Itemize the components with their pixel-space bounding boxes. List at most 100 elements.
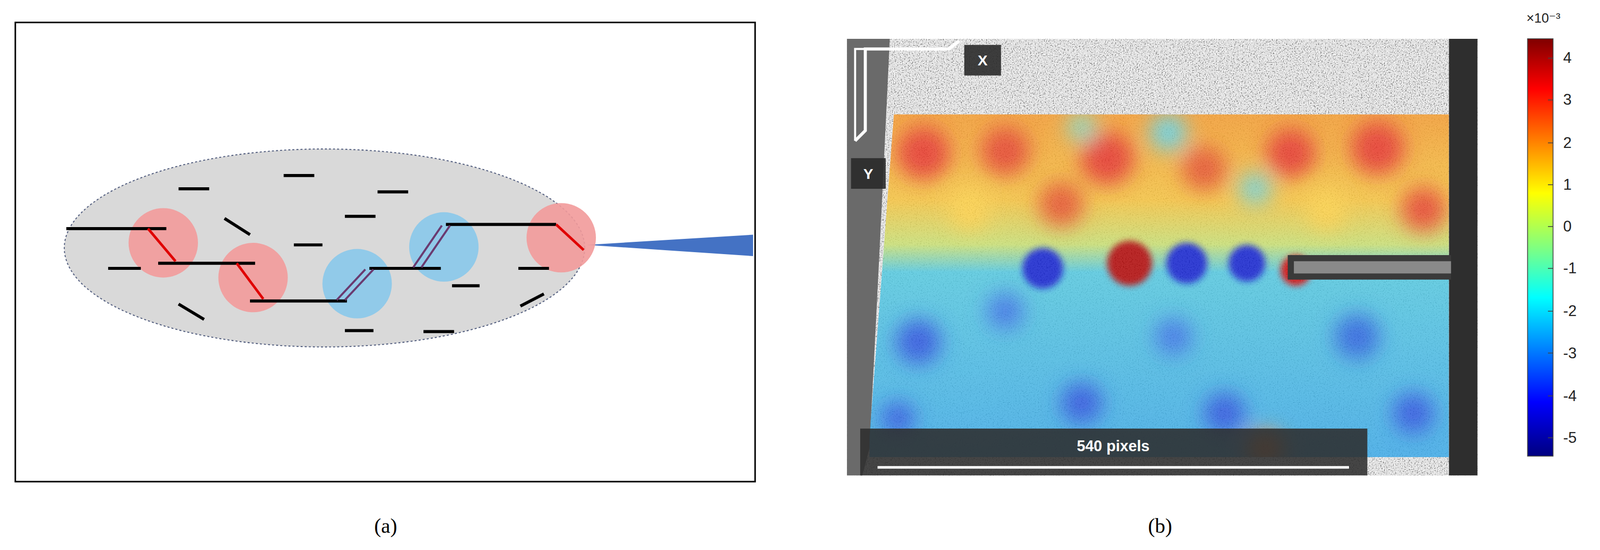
tick-label: 3 <box>1563 91 1572 109</box>
red-link <box>236 263 264 300</box>
notch-inner <box>1293 260 1452 274</box>
red-zone <box>526 202 596 273</box>
grip-band <box>1449 38 1478 476</box>
tick <box>1547 225 1553 227</box>
crack-segment <box>66 226 167 230</box>
blob <box>1204 392 1245 434</box>
crack-segment <box>344 329 374 333</box>
tick-label: -5 <box>1563 429 1577 447</box>
tick-label: 0 <box>1563 218 1572 235</box>
crack-segment <box>377 190 409 194</box>
blob <box>1181 145 1227 191</box>
panel-a <box>15 22 756 482</box>
tick <box>1547 310 1553 312</box>
axis-label: X <box>977 52 988 69</box>
tick-label: 4 <box>1563 49 1572 67</box>
tick <box>1547 437 1553 439</box>
scale-box <box>860 428 1368 476</box>
blob <box>1238 172 1272 205</box>
tick-label: -2 <box>1563 302 1577 320</box>
colorbar <box>1527 38 1554 456</box>
purple-link <box>413 225 442 268</box>
tick-label: -4 <box>1563 387 1577 405</box>
blob <box>1022 247 1064 289</box>
crack-segment <box>344 214 376 218</box>
axis-label-box <box>850 158 886 189</box>
panel-b <box>846 38 1478 476</box>
crack-segment <box>369 266 441 270</box>
blob <box>949 188 990 230</box>
blob <box>1334 313 1380 359</box>
crack-segment <box>520 293 544 307</box>
red-link <box>556 224 584 251</box>
blob <box>1306 188 1348 230</box>
purple-link <box>336 269 365 300</box>
crack-segment <box>451 283 480 287</box>
blob <box>1154 318 1192 356</box>
crack-strain <box>1022 240 1312 289</box>
blob <box>897 126 951 180</box>
strain-blobs <box>881 112 1447 467</box>
bridging-links <box>147 224 584 300</box>
blob <box>896 319 941 365</box>
crack-segment <box>250 299 347 303</box>
purple-link <box>421 225 450 268</box>
tick <box>1547 142 1553 144</box>
blob <box>1150 114 1187 152</box>
blue-zone <box>409 212 479 282</box>
blob <box>1228 244 1266 282</box>
axis-bracket <box>855 49 866 141</box>
strain-base <box>857 102 1460 470</box>
axis-label-box <box>964 44 1002 76</box>
blue-zone <box>322 249 392 319</box>
crack-segment <box>178 304 205 320</box>
colorbar-ticks <box>1547 57 1553 438</box>
tick-label: -3 <box>1563 344 1577 362</box>
panel-frame <box>15 22 756 482</box>
panel-label: (a) <box>374 514 398 537</box>
crack-segment <box>158 261 255 265</box>
crack-segment <box>108 266 141 270</box>
crack-segment <box>178 187 210 191</box>
tick <box>1547 57 1553 59</box>
crack-tip-wedge <box>586 234 754 256</box>
blob <box>1067 112 1096 142</box>
crack-segment <box>283 173 314 177</box>
axis-bracket <box>855 40 960 141</box>
crack-segment <box>224 218 251 235</box>
scale-bar <box>877 465 1349 469</box>
tick-label: -1 <box>1563 259 1577 277</box>
blob <box>1350 121 1404 175</box>
tick <box>1547 99 1553 101</box>
purple-link <box>344 269 374 300</box>
tick <box>1547 267 1553 269</box>
blob <box>986 292 1024 330</box>
microcracks <box>66 175 557 332</box>
blob <box>1401 186 1446 232</box>
blob <box>1061 382 1102 424</box>
tick <box>1547 184 1553 186</box>
blob <box>980 126 1030 176</box>
notch <box>1287 254 1451 280</box>
process-zone <box>64 148 585 347</box>
blob <box>1266 128 1316 178</box>
blob <box>1038 181 1084 227</box>
crack-segment <box>446 223 557 226</box>
blob <box>1107 240 1152 286</box>
blob <box>1166 242 1208 284</box>
axis-label: Y <box>863 165 874 182</box>
crack-segment <box>293 243 323 247</box>
blob <box>1392 392 1434 434</box>
red-link <box>147 228 176 261</box>
strain-field <box>857 102 1460 470</box>
tick <box>1547 352 1553 354</box>
overlap-links <box>336 225 450 301</box>
speckle-pattern <box>846 38 1478 476</box>
tick-label: 1 <box>1563 176 1572 194</box>
scale-label: 540 pixels <box>1076 437 1150 455</box>
tick-label: 2 <box>1563 134 1572 152</box>
tick <box>1547 395 1553 397</box>
crack-segment <box>423 330 454 334</box>
crack-segment <box>518 266 549 270</box>
